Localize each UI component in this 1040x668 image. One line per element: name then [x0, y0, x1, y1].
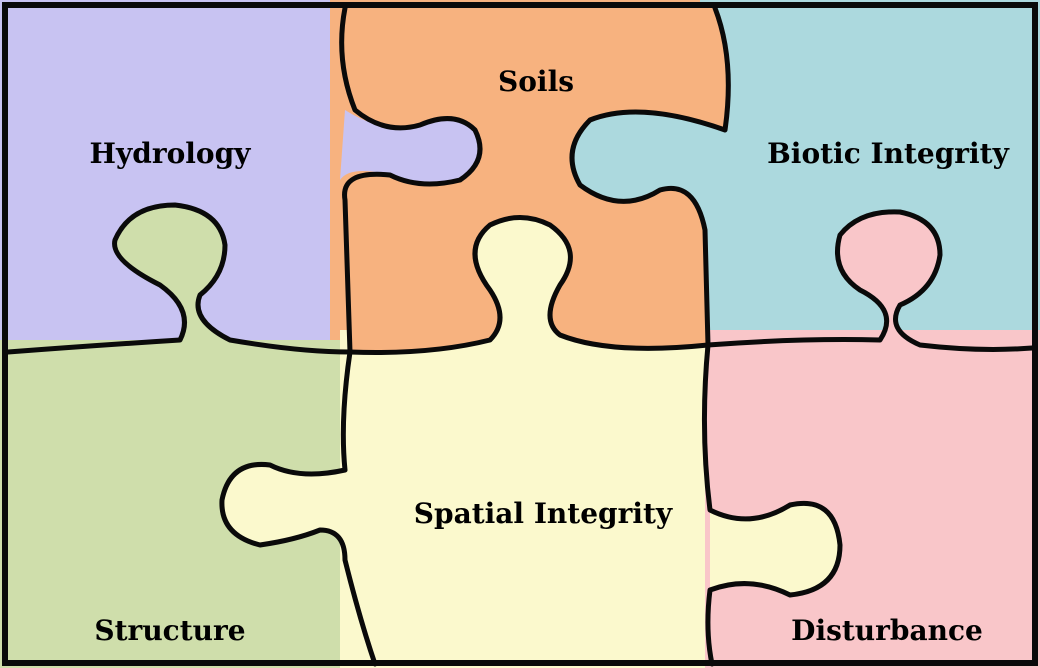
soils-label: Soils: [498, 65, 574, 98]
hydrology-knob: [340, 110, 480, 184]
spatial-integrity-right-knob: [710, 503, 840, 595]
outline-middle-row-boundary: [5, 202, 1035, 355]
outline-spatial-left: [219, 349, 378, 667]
outline-soils-left: [339, 5, 483, 355]
hydrology-label: Hydrology: [90, 137, 252, 170]
structure-knob: [114, 205, 230, 340]
disturbance-label: Disturbance: [791, 614, 983, 647]
spatial-integrity-piece-base: [340, 330, 720, 668]
biotic-integrity-label: Biotic Integrity: [767, 137, 1009, 170]
soils-piece: [341, 8, 729, 353]
spatial-integrity-left-knob: [221, 464, 345, 560]
structure-label: Structure: [94, 614, 245, 647]
spatial-integrity-top-knob: [475, 217, 571, 340]
biotic-integrity-knob: [572, 112, 725, 230]
hydrology-piece-base: [0, 0, 350, 360]
disturbance-knob: [837, 211, 940, 345]
outline-soils-right: [569, 5, 731, 348]
disturbance-piece-base: [705, 330, 1040, 668]
biotic-integrity-piece-base: [700, 0, 1040, 360]
outline-spatial-right: [701, 342, 843, 667]
spatial-integrity-label: Spatial Integrity: [414, 497, 673, 530]
